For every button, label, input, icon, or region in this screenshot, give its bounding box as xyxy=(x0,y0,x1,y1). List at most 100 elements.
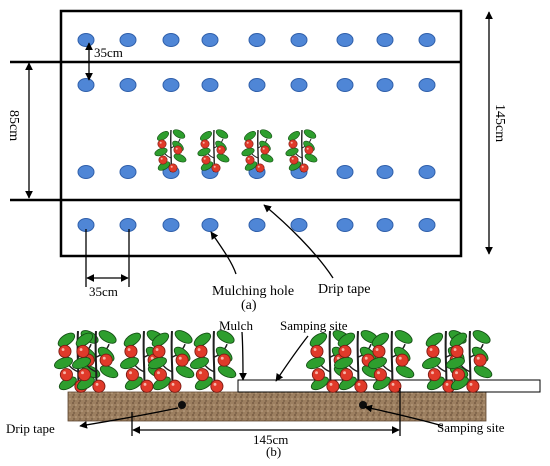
tomato-fruit xyxy=(92,379,106,393)
tomato-fruit xyxy=(450,344,464,358)
sampling-site-right-label: Samping site xyxy=(437,420,505,435)
drip-tape-label-a: Drip tape xyxy=(318,282,370,297)
tomato-fruit xyxy=(310,344,324,358)
tomato-fruit xyxy=(304,145,314,155)
mulching-hole xyxy=(376,165,394,179)
leaf-shape xyxy=(309,332,328,347)
tomato-fruit xyxy=(195,368,209,382)
mulching-hole xyxy=(201,33,219,47)
mulching-hole xyxy=(119,33,137,47)
leaf-shape xyxy=(304,153,318,163)
leaf-shape xyxy=(337,332,356,347)
mulching-hole xyxy=(376,33,394,47)
tomato-plant xyxy=(368,330,415,393)
tomato-fruit xyxy=(217,353,231,367)
mulching-hole xyxy=(119,218,137,232)
tomato-fruit xyxy=(210,379,224,393)
bed-outline xyxy=(59,9,463,258)
mulching-hole xyxy=(162,33,180,47)
mulching-holes xyxy=(77,33,436,232)
mulching-hole xyxy=(77,78,95,92)
tomato-fruit xyxy=(153,368,167,382)
tomato-fruit xyxy=(173,145,183,155)
mulching-hole xyxy=(418,218,436,232)
leaf-shape xyxy=(173,153,187,163)
tomato-plant xyxy=(197,129,230,173)
leaf-shape xyxy=(190,356,209,370)
tomato-fruit xyxy=(451,368,465,382)
leaf-shape xyxy=(472,330,491,344)
dim-hole-spacing-label: 35cm xyxy=(89,284,118,299)
leaf-shape xyxy=(72,356,91,370)
drip-tape-label-b: Drip tape xyxy=(6,421,55,436)
leaf-shape xyxy=(151,332,170,347)
leaf-shape xyxy=(174,330,193,344)
tomato-fruit xyxy=(168,379,182,393)
tomato-plant xyxy=(72,330,119,393)
dim-row-spacing-label: 35cm xyxy=(94,45,123,60)
mulching-hole xyxy=(290,33,308,47)
tomato-fruit xyxy=(255,163,265,173)
mulching-hole xyxy=(201,218,219,232)
leaf-shape xyxy=(120,356,139,370)
leaf-shape xyxy=(217,365,237,379)
leaf-shape xyxy=(244,131,256,141)
leaf-shape xyxy=(241,147,255,157)
tomato-fruit xyxy=(427,368,441,382)
sampling-site-top-label: Samping site xyxy=(280,318,348,333)
mulching-hole xyxy=(248,33,266,47)
leaf-shape xyxy=(197,147,211,157)
tomato-fruit xyxy=(168,163,178,173)
mulching-hole xyxy=(336,33,354,47)
leaf-shape xyxy=(200,131,212,141)
tomato-fruit xyxy=(388,379,402,393)
tomato-fruit xyxy=(395,353,409,367)
panel-a-caption: (a) xyxy=(241,298,257,313)
tomato-fruit xyxy=(311,368,325,382)
tomato-fruit xyxy=(260,145,270,155)
mulching-hole xyxy=(418,78,436,92)
leaf-shape xyxy=(368,356,387,370)
tomato-fruit xyxy=(76,344,90,358)
tomato-fruit xyxy=(59,368,73,382)
drip-tape-leader-a xyxy=(263,204,334,279)
tomato-fruit xyxy=(175,353,189,367)
mulching-hole xyxy=(77,165,95,179)
mulching-hole xyxy=(336,218,354,232)
tomato-fruit xyxy=(466,379,480,393)
leaf-shape xyxy=(175,365,195,379)
mulching-hole xyxy=(418,165,436,179)
leaf-shape xyxy=(425,332,444,347)
mulching-hole xyxy=(336,165,354,179)
dim-total-width-label: 145cm xyxy=(492,104,507,142)
panel-b-caption: (b) xyxy=(266,444,281,459)
mulching-hole-leader xyxy=(210,231,237,275)
leaf-shape xyxy=(99,365,119,379)
mulching-hole xyxy=(336,78,354,92)
leaf-shape xyxy=(98,330,117,344)
tomato-fruit xyxy=(125,368,139,382)
tomato-fruit xyxy=(338,344,352,358)
mulching-hole xyxy=(376,78,394,92)
mulching-hole xyxy=(162,78,180,92)
tomato-fruit xyxy=(299,163,309,173)
leaf-shape xyxy=(259,129,273,139)
tomato-plant xyxy=(148,330,195,393)
leaf-shape xyxy=(422,356,441,370)
leaf-shape xyxy=(306,356,325,370)
mulch-leader xyxy=(239,331,247,381)
tomato-fruit xyxy=(373,368,387,382)
leaf-shape xyxy=(123,332,142,347)
sampling-site-top-leader xyxy=(275,335,309,382)
tomato-fruit xyxy=(473,353,487,367)
drip-tape-leader-b xyxy=(79,407,179,429)
leaf-shape xyxy=(395,365,415,379)
mulch-label: Mulch xyxy=(219,318,253,333)
tomato-plant xyxy=(285,129,318,173)
leaf-shape xyxy=(154,147,168,157)
leaf-shape xyxy=(148,356,167,370)
tomato-fruit xyxy=(77,368,91,382)
tomato-fruit xyxy=(152,344,166,358)
tomato-fruit xyxy=(288,139,298,149)
